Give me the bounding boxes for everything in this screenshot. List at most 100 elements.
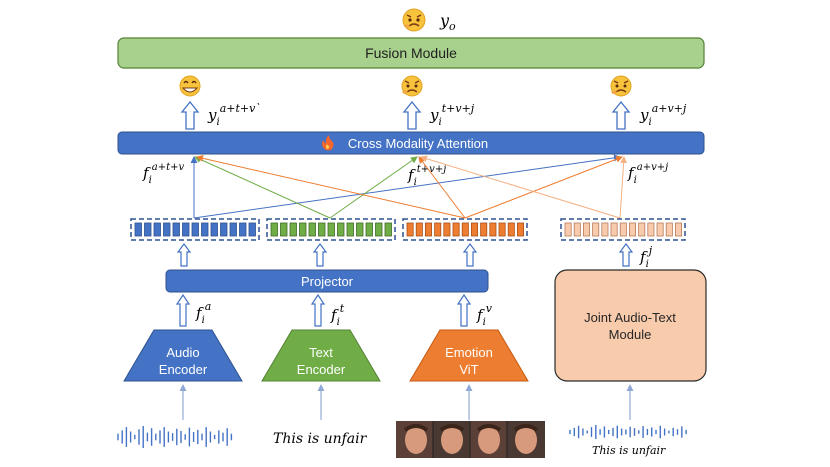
joint-to-tokens-arrow [618, 243, 634, 267]
token-bar [406, 222, 414, 237]
token-bar [308, 222, 316, 237]
grinning-emoji [179, 75, 201, 97]
token-bar [327, 222, 335, 237]
joint-audio-waveform-input [569, 425, 687, 439]
text-encoder-line1: Text [309, 345, 333, 360]
text-input: This is unfair [273, 431, 368, 447]
token-bar [507, 222, 515, 237]
emotion-vit-box [409, 329, 529, 382]
token-bar [489, 222, 497, 237]
token-bar [239, 222, 247, 237]
token-bar [384, 222, 392, 237]
f-j-label: fij [639, 244, 653, 270]
fire-icon [322, 135, 334, 151]
token-bar [191, 222, 199, 237]
token-bar [153, 222, 161, 237]
token-bar [270, 222, 278, 237]
joint-audio-text-box [554, 269, 707, 382]
token-bar [210, 222, 218, 237]
emotion-tokens [402, 218, 528, 241]
token-bar [248, 222, 256, 237]
token-bar [134, 222, 142, 237]
angry-emoji-right [610, 75, 632, 97]
f-v-label: fiv [476, 302, 493, 328]
hollow-arrow-left-top [180, 100, 200, 130]
text-to-projector-arrow [310, 293, 326, 327]
token-bar [346, 222, 354, 237]
projector-to-text-arrow [312, 243, 328, 267]
token-bar [592, 222, 600, 237]
token-bar [424, 222, 432, 237]
token-bar [619, 222, 627, 237]
y-avj-label: yia+v+j [639, 102, 687, 128]
video-frames-input [396, 421, 545, 458]
token-bar [434, 222, 442, 237]
token-bar [638, 222, 646, 237]
token-bar [656, 222, 664, 237]
token-bar [480, 222, 488, 237]
text-tokens [266, 218, 396, 241]
token-bar [356, 222, 364, 237]
token-bar [610, 222, 618, 237]
final-output-label: yo [439, 11, 456, 33]
joint-tokens [560, 218, 686, 241]
input-arrows [179, 384, 634, 420]
joint-module-line1: Joint Audio-Text [584, 310, 676, 325]
token-bar [337, 222, 345, 237]
token-bar [299, 222, 307, 237]
token-bar [182, 222, 190, 237]
audio-to-projector-arrow [175, 293, 191, 327]
joint-module-line2: Module [609, 327, 652, 342]
token-bar [564, 222, 572, 237]
token-bar [629, 222, 637, 237]
output-emoji-top [402, 8, 426, 32]
token-bar [573, 222, 581, 237]
f-a-label: fia [195, 300, 211, 326]
attention-connections [190, 154, 628, 219]
token-bar [443, 222, 451, 237]
emotion-vit-line1: Emotion [445, 345, 493, 360]
text-encoder-box [261, 329, 381, 382]
token-bar [583, 222, 591, 237]
projector-to-audio-arrow [176, 243, 192, 267]
f-tvj-label: fit+v+j [407, 164, 446, 188]
token-bar [201, 222, 209, 237]
token-bar [415, 222, 423, 237]
f-t-label: fit [330, 302, 345, 328]
cross-attention-label: Cross Modality Attention [348, 136, 488, 151]
token-bar [289, 222, 297, 237]
token-bar [375, 222, 383, 237]
y-atv-label: yia+t+v` [207, 102, 261, 128]
audio-encoder-line2: Encoder [159, 362, 208, 377]
token-bar [144, 222, 152, 237]
y-tvj-label: yit+v+j [429, 102, 475, 128]
fusion-module-label: Fusion Module [365, 45, 457, 61]
projector-to-emotion-arrow [462, 243, 478, 267]
fusion-module-box [117, 37, 705, 69]
joint-text-input: This is unfair [592, 444, 666, 457]
token-bar [229, 222, 237, 237]
token-bar [280, 222, 288, 237]
text-encoder-line2: Encoder [297, 362, 346, 377]
angry-emoji-middle [401, 75, 423, 97]
token-bar [461, 222, 469, 237]
token-bar [665, 222, 673, 237]
emotion-vit-line2: ViT [459, 362, 478, 377]
token-bar [675, 222, 683, 237]
token-bar [365, 222, 373, 237]
hollow-arrow-right-top [611, 100, 631, 130]
token-bar [647, 222, 655, 237]
projector-label: Projector [301, 274, 354, 289]
token-bar [220, 222, 228, 237]
f-avj-label: fia+v+j [627, 162, 668, 186]
cross-attention-box [117, 131, 705, 155]
token-bar [318, 222, 326, 237]
token-bar [172, 222, 180, 237]
token-bar [163, 222, 171, 237]
audio-encoder-box [123, 329, 243, 382]
f-atv-label: fia+t+v [142, 162, 185, 186]
audio-encoder-line1: Audio [166, 345, 199, 360]
audio-tokens [130, 218, 260, 241]
hollow-arrow-mid-top [402, 100, 422, 130]
